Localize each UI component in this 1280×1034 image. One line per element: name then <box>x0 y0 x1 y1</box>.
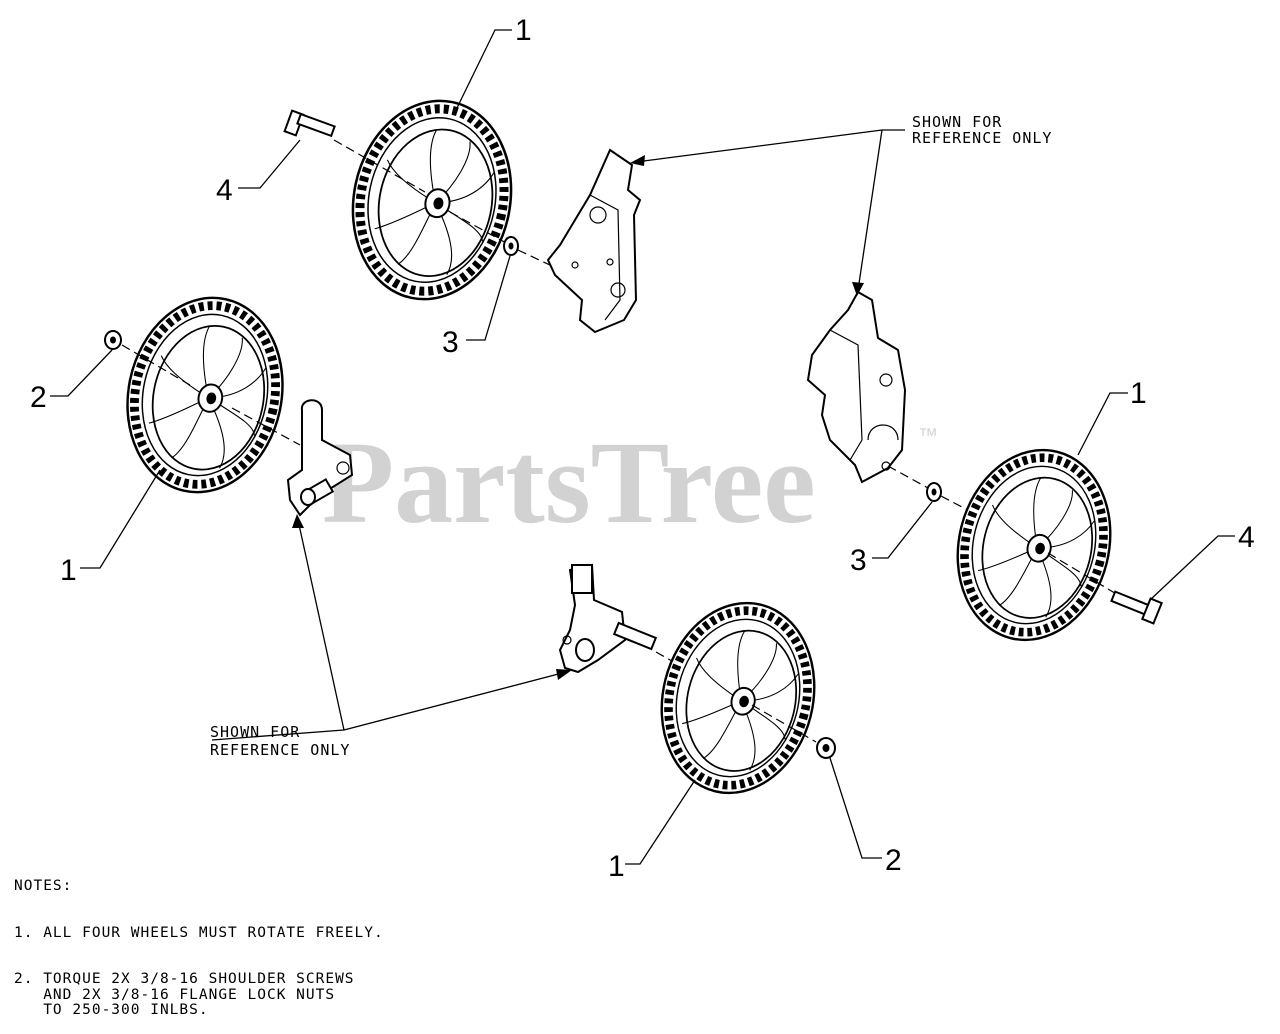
wheel-left <box>110 283 300 507</box>
callout-nut-bottom: 2 <box>885 844 902 877</box>
reference-label-top-line1: SHOWN FOR <box>912 113 1002 131</box>
flange-nut-bottom <box>816 737 836 759</box>
callout-wheel-left: 1 <box>60 554 77 587</box>
callout-nut-left: 2 <box>30 381 47 414</box>
reference-bracket-right <box>806 290 907 484</box>
reference-bracket-top <box>546 148 642 334</box>
callout-washer-top: 3 <box>442 326 459 359</box>
reference-label-top-line2: REFERENCE ONLY <box>912 129 1052 147</box>
wheel-right <box>938 434 1130 657</box>
notes-item-2: 2. TORQUE 2X 3/8-16 SHOULDER SCREWS AND … <box>14 971 355 1018</box>
callout-wheel-bottom: 1 <box>608 850 625 883</box>
leader-lines <box>50 29 1235 865</box>
wheel-top <box>335 86 529 314</box>
reference-label-bottom-line2: REFERENCE ONLY <box>210 741 350 759</box>
notes-heading: NOTES: <box>14 878 73 894</box>
watermark-logo: PartsTree <box>322 417 816 548</box>
reference-label-bottom-line1: SHOWN FOR <box>210 723 300 741</box>
callout-screw-top: 4 <box>216 174 233 207</box>
washer-right <box>926 482 942 502</box>
watermark-trademark: ™ <box>918 425 938 447</box>
reference-bracket-left <box>286 399 354 517</box>
callout-screw-right: 4 <box>1238 521 1255 554</box>
wheel-bottom <box>642 587 834 810</box>
notes-item-1: 1. ALL FOUR WHEELS MUST ROTATE FREELY. <box>14 924 384 941</box>
parts-diagram: PartsTree ™ <box>30 14 1255 883</box>
callout-washer-right: 3 <box>850 544 867 577</box>
flange-nut-left <box>104 330 122 350</box>
washer-top <box>503 236 519 256</box>
callout-wheel-right: 1 <box>1130 377 1147 410</box>
notes-block: NOTES: 1. ALL FOUR WHEELS MUST ROTATE FR… <box>14 848 534 1034</box>
reference-bracket-bottom <box>558 563 658 674</box>
shoulder-screw-top <box>283 109 336 138</box>
callout-wheel-top: 1 <box>515 14 532 47</box>
shoulder-screw-right <box>1110 590 1163 625</box>
